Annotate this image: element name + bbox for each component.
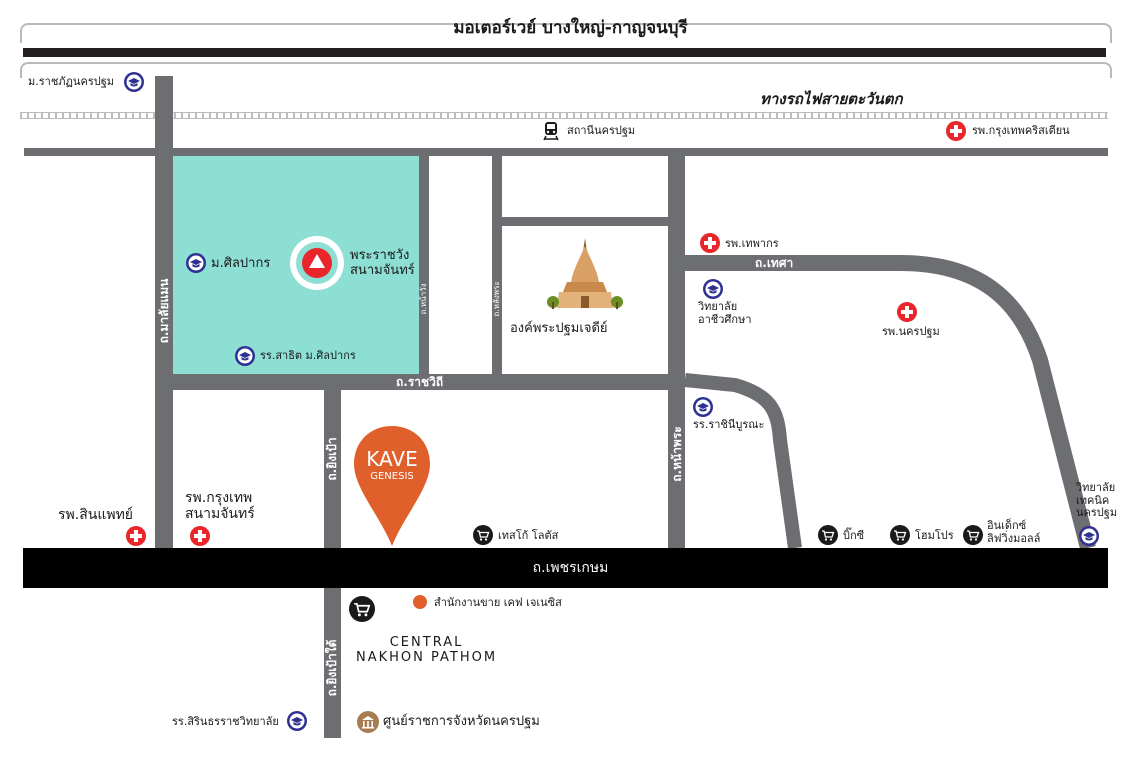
graduation-cap-icon [287,711,307,731]
college-art-label: วิทยาลัย อาชีวศึกษา [698,300,752,326]
map-pin-icon[interactable] [352,424,432,552]
graduation-cap-icon [1079,526,1099,546]
road-chedi-top [502,217,668,226]
road-malaiman [155,76,173,548]
rajabhat-label: ม.ราชภัฏนครปฐม [28,75,115,88]
orange-dot-icon [413,595,427,609]
graduation-cap-icon [703,279,723,299]
government-building-icon [357,711,379,733]
pin-subtitle: GENESIS [370,471,414,482]
nakhonpathom-hospital-label: รพ.นครปฐม [882,325,940,338]
frame-line [20,62,1112,78]
thepakorn-hospital-label: รพ.เทพากร [725,237,779,250]
rachini-school-label: รร.ราชินีบูรณะ [693,418,765,431]
palace-label: พระราชวัง สนามจันทร์ [350,248,415,278]
sinphaet-hospital-label: รพ.สินแพทย์ [58,507,133,523]
railway-track [20,112,1108,119]
red-cross-icon [126,526,146,546]
sirindhorn-school-label: รร.สิรินธรราชวิทยาลัย [172,715,279,728]
road-phetkasem [23,548,1108,588]
road-ratchawithi [155,374,685,390]
road-ratchawithi-label: ถ.ราชวิถี [396,375,444,389]
red-cross-icon [700,233,720,253]
graduation-cap-icon [693,397,713,417]
railway-label: ทางรถไฟสายตะวันตก [760,90,903,108]
chedi-label: องค์พระปฐมเจดีย์ [510,321,608,336]
provincial-hall-label: ศูนย์ราชการจังหวัดนครปฐม [383,714,540,729]
tech-college-label: วิทยาลัย เทคนิค นครปฐม [1076,481,1118,520]
road-thesa-label: ถ.เทศา [755,256,794,270]
pin-title: KAVE [366,447,418,471]
bangkok-hospital-label: รพ.กรุงเทพ สนามจันทร์ [185,490,255,523]
road-lang-phra [492,156,502,374]
road-phetkasem-label: ถ.เพชรเกษม [532,560,609,576]
shopping-cart-icon [818,525,838,545]
motorway-label: มอเตอร์เวย์ บางใหญ่-กาญจนบุรี [453,18,688,38]
triangle-circle-icon [288,234,346,296]
christian-hospital-label: รพ.กรุงเทพคริสเตียน [972,124,1070,137]
shopping-cart-icon [349,596,375,622]
shopping-cart-icon [963,525,983,545]
graduation-cap-icon [124,72,144,92]
road-ying-pao [324,390,341,548]
graduation-cap-icon [235,346,255,366]
red-cross-icon [190,526,210,546]
road-thesa [685,255,1096,550]
silpakorn-label: ม.ศิลปากร [211,256,271,271]
lotus-label: เทสโก้ โลตัส [498,529,559,542]
central-label: CENTRAL NAKHON PATHOM [356,635,498,665]
sales-office-label: สำนักงานขาย เคฟ เจเนซิส [434,596,562,609]
station-label: สถานีนครปฐม [567,124,636,137]
graduation-cap-icon [186,253,206,273]
road-inner-curve [684,373,802,549]
road-top [24,148,1108,156]
motorway-frame [20,23,1112,43]
chedi-icon [545,236,625,320]
shopping-cart-icon [890,525,910,545]
homepro-label: โฮมโปร [915,529,954,542]
road-ying-pao-tai [324,588,341,738]
train-icon [543,121,559,145]
bigc-label: บิ๊กซี [843,529,865,542]
index-label: อินเด็กซ์ ลิฟวิ่งมอลล์ [987,519,1041,545]
shopping-cart-icon [473,525,493,545]
red-cross-icon [897,302,917,322]
demo-school-label: รร.สาธิต ม.ศิลปากร [260,349,356,362]
road-na-phra [668,148,685,548]
motorway-bar [23,48,1106,57]
red-cross-icon [946,121,966,141]
road-na-wang [419,156,429,374]
